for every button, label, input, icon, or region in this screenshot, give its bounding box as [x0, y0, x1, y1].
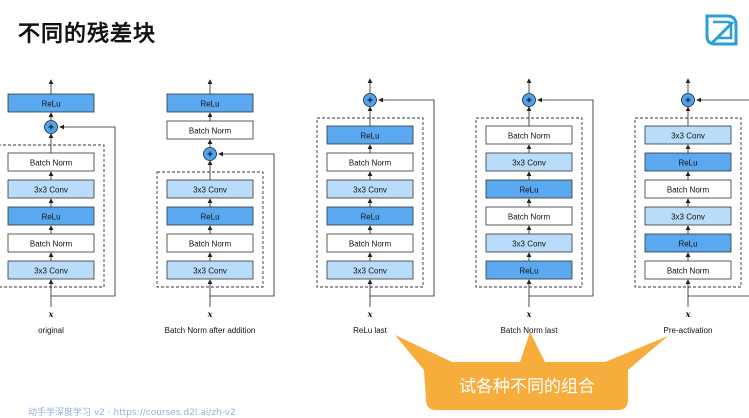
variant-2-layer-1-label: 3x3 Conv [193, 186, 227, 195]
variant-5-add-node [681, 93, 695, 107]
variant-4-caption: Batch Norm last [501, 326, 559, 335]
variant-3-layer-2-label: Batch Norm [349, 159, 392, 168]
variant-1-layer-1-label: Batch Norm [30, 159, 73, 168]
variant-5-layer-3-label: Batch Norm [667, 186, 710, 195]
variant-4-layer-2-label: 3x3 Conv [512, 159, 546, 168]
variant-1-layer-4-label: Batch Norm [30, 240, 73, 249]
variant-2-caption: Batch Norm after addition [165, 326, 256, 335]
variant-2-outer-bn-label: Batch Norm [189, 127, 232, 136]
variant-5-input-x: x [685, 309, 691, 319]
variant-3-layer-1-label: ReLu [360, 132, 379, 141]
variant-1-input-x: x [48, 309, 54, 319]
variant-1-add-node-symbol: + [48, 123, 54, 134]
variant-2-input-x: x [207, 309, 213, 319]
variant-1-add-node [44, 120, 58, 134]
page-title: 不同的残差块 [18, 22, 157, 47]
variant-3-layer-4-label: ReLu [360, 213, 379, 222]
variant-2-add-node-symbol: + [207, 150, 213, 161]
variant-4-layer-4-label: Batch Norm [508, 213, 551, 222]
variant-2-outer-relu-label: ReLu [200, 100, 219, 109]
variant-4-layer-1-label: Batch Norm [508, 132, 551, 141]
variant-4-skip-connection [529, 97, 594, 297]
variant-5-layer-1-label: 3x3 Conv [671, 132, 705, 141]
variant-5-layer-4-label: 3x3 Conv [671, 213, 705, 222]
variant-5-add-node-symbol: + [685, 96, 691, 107]
variant-2-layer-2-label: ReLu [200, 213, 219, 222]
variant-1-layer-2-label: 3x3 Conv [34, 186, 68, 195]
variant-1-layer-5-label: 3x3 Conv [34, 267, 68, 276]
variant-1-outer-relu-label: ReLu [41, 100, 60, 109]
variant-3-add-node [363, 93, 377, 107]
d2l-book-logo-icon [705, 14, 738, 46]
variant-2-skip-connection [210, 151, 275, 297]
variant-4-input-x: x [526, 309, 532, 319]
callout-bubble [395, 332, 668, 410]
variant-1-layer-3-label: ReLu [41, 213, 60, 222]
variant-5-layer-6-label: Batch Norm [667, 267, 710, 276]
variant-1-caption: original [38, 326, 64, 335]
variant-2-add-node [203, 147, 217, 161]
variant-1-skip-connection [51, 124, 116, 297]
variant-4-layer-5-label: 3x3 Conv [512, 240, 546, 249]
variant-3-layer-6-label: 3x3 Conv [353, 267, 387, 276]
variant-3-add-node-symbol: + [367, 96, 373, 107]
variant-4-layer-3-label: ReLu [519, 186, 538, 195]
variant-5-skip-connection [688, 97, 749, 297]
variant-3-layer-3-label: 3x3 Conv [353, 186, 387, 195]
variant-3-skip-connection [370, 97, 435, 297]
variant-4-layer-6-label: ReLu [519, 267, 538, 276]
variant-5-caption: Pre-activation [664, 326, 713, 335]
footer-link[interactable]: 动手学深度学习 v2 · https://courses.d2l.ai/zh-v… [28, 408, 236, 418]
variant-2-layer-4-label: 3x3 Conv [193, 267, 227, 276]
variant-4-add-node [522, 93, 536, 107]
variant-3-input-x: x [367, 309, 373, 319]
variant-3-caption: ReLu last [353, 326, 388, 335]
variant-4-add-node-symbol: + [526, 96, 532, 107]
variant-5-layer-5-label: ReLu [678, 240, 697, 249]
variant-2-layer-3-label: Batch Norm [189, 240, 232, 249]
callout-text: 试各种不同的组合 [459, 377, 595, 397]
variant-3-layer-5-label: Batch Norm [349, 240, 392, 249]
variant-5-layer-2-label: ReLu [678, 159, 697, 168]
